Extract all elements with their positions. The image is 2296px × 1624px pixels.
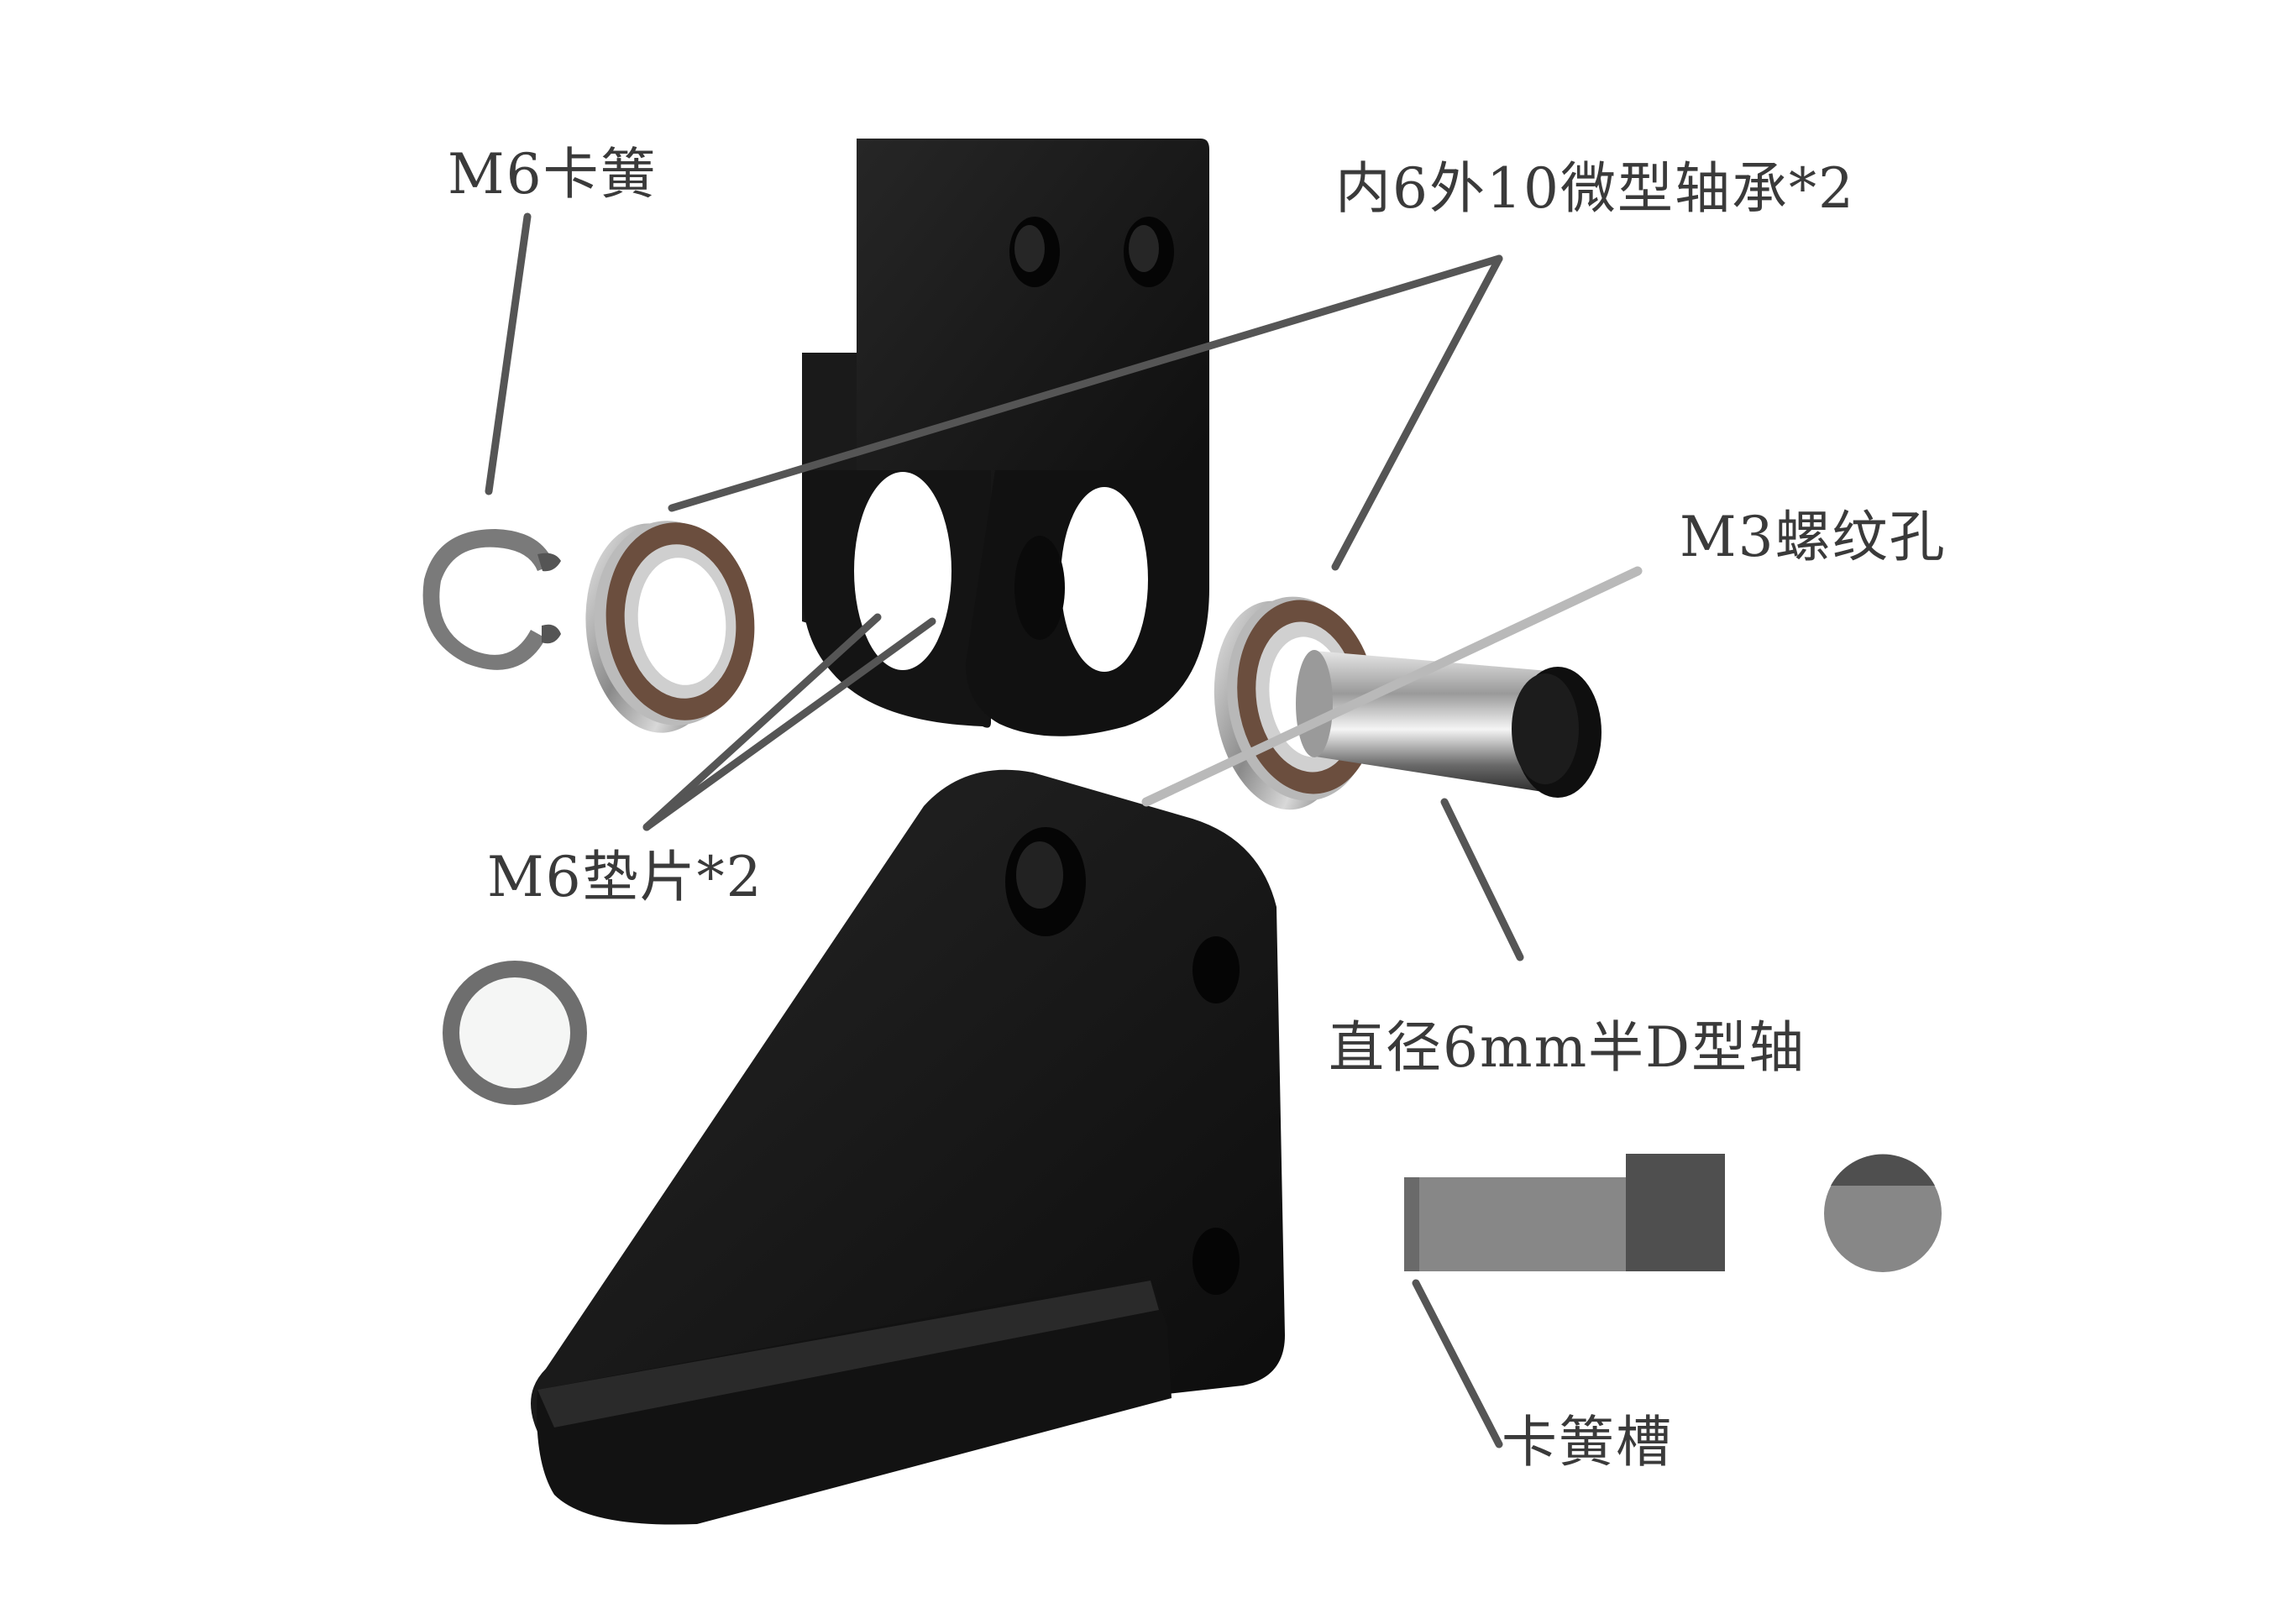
shaft-side-view: [1404, 1154, 1725, 1271]
leader-lines: [485, 212, 1643, 1449]
label-bearing: 内6外10微型轴承*2: [1335, 156, 1855, 221]
label-m3-thread-hole: M3螺纹孔: [1680, 505, 1947, 569]
shaft-cross-section: [1824, 1154, 1942, 1272]
label-shaft: 直径6mm半D型轴: [1329, 1015, 1806, 1080]
upper-bracket: [802, 139, 1209, 736]
label-circlip-groove: 卡簧槽: [1502, 1410, 1673, 1475]
d-shaft-part: [1296, 650, 1601, 798]
m6-circlip-part: [422, 529, 561, 670]
label-m6-washer: M6垫片*2: [487, 845, 763, 909]
label-m6-circlip: M6卡簧: [448, 142, 658, 207]
lower-base-bracket: [531, 769, 1285, 1525]
m6-washer-symbol: [443, 961, 587, 1105]
left-bearing-part: [585, 521, 755, 733]
